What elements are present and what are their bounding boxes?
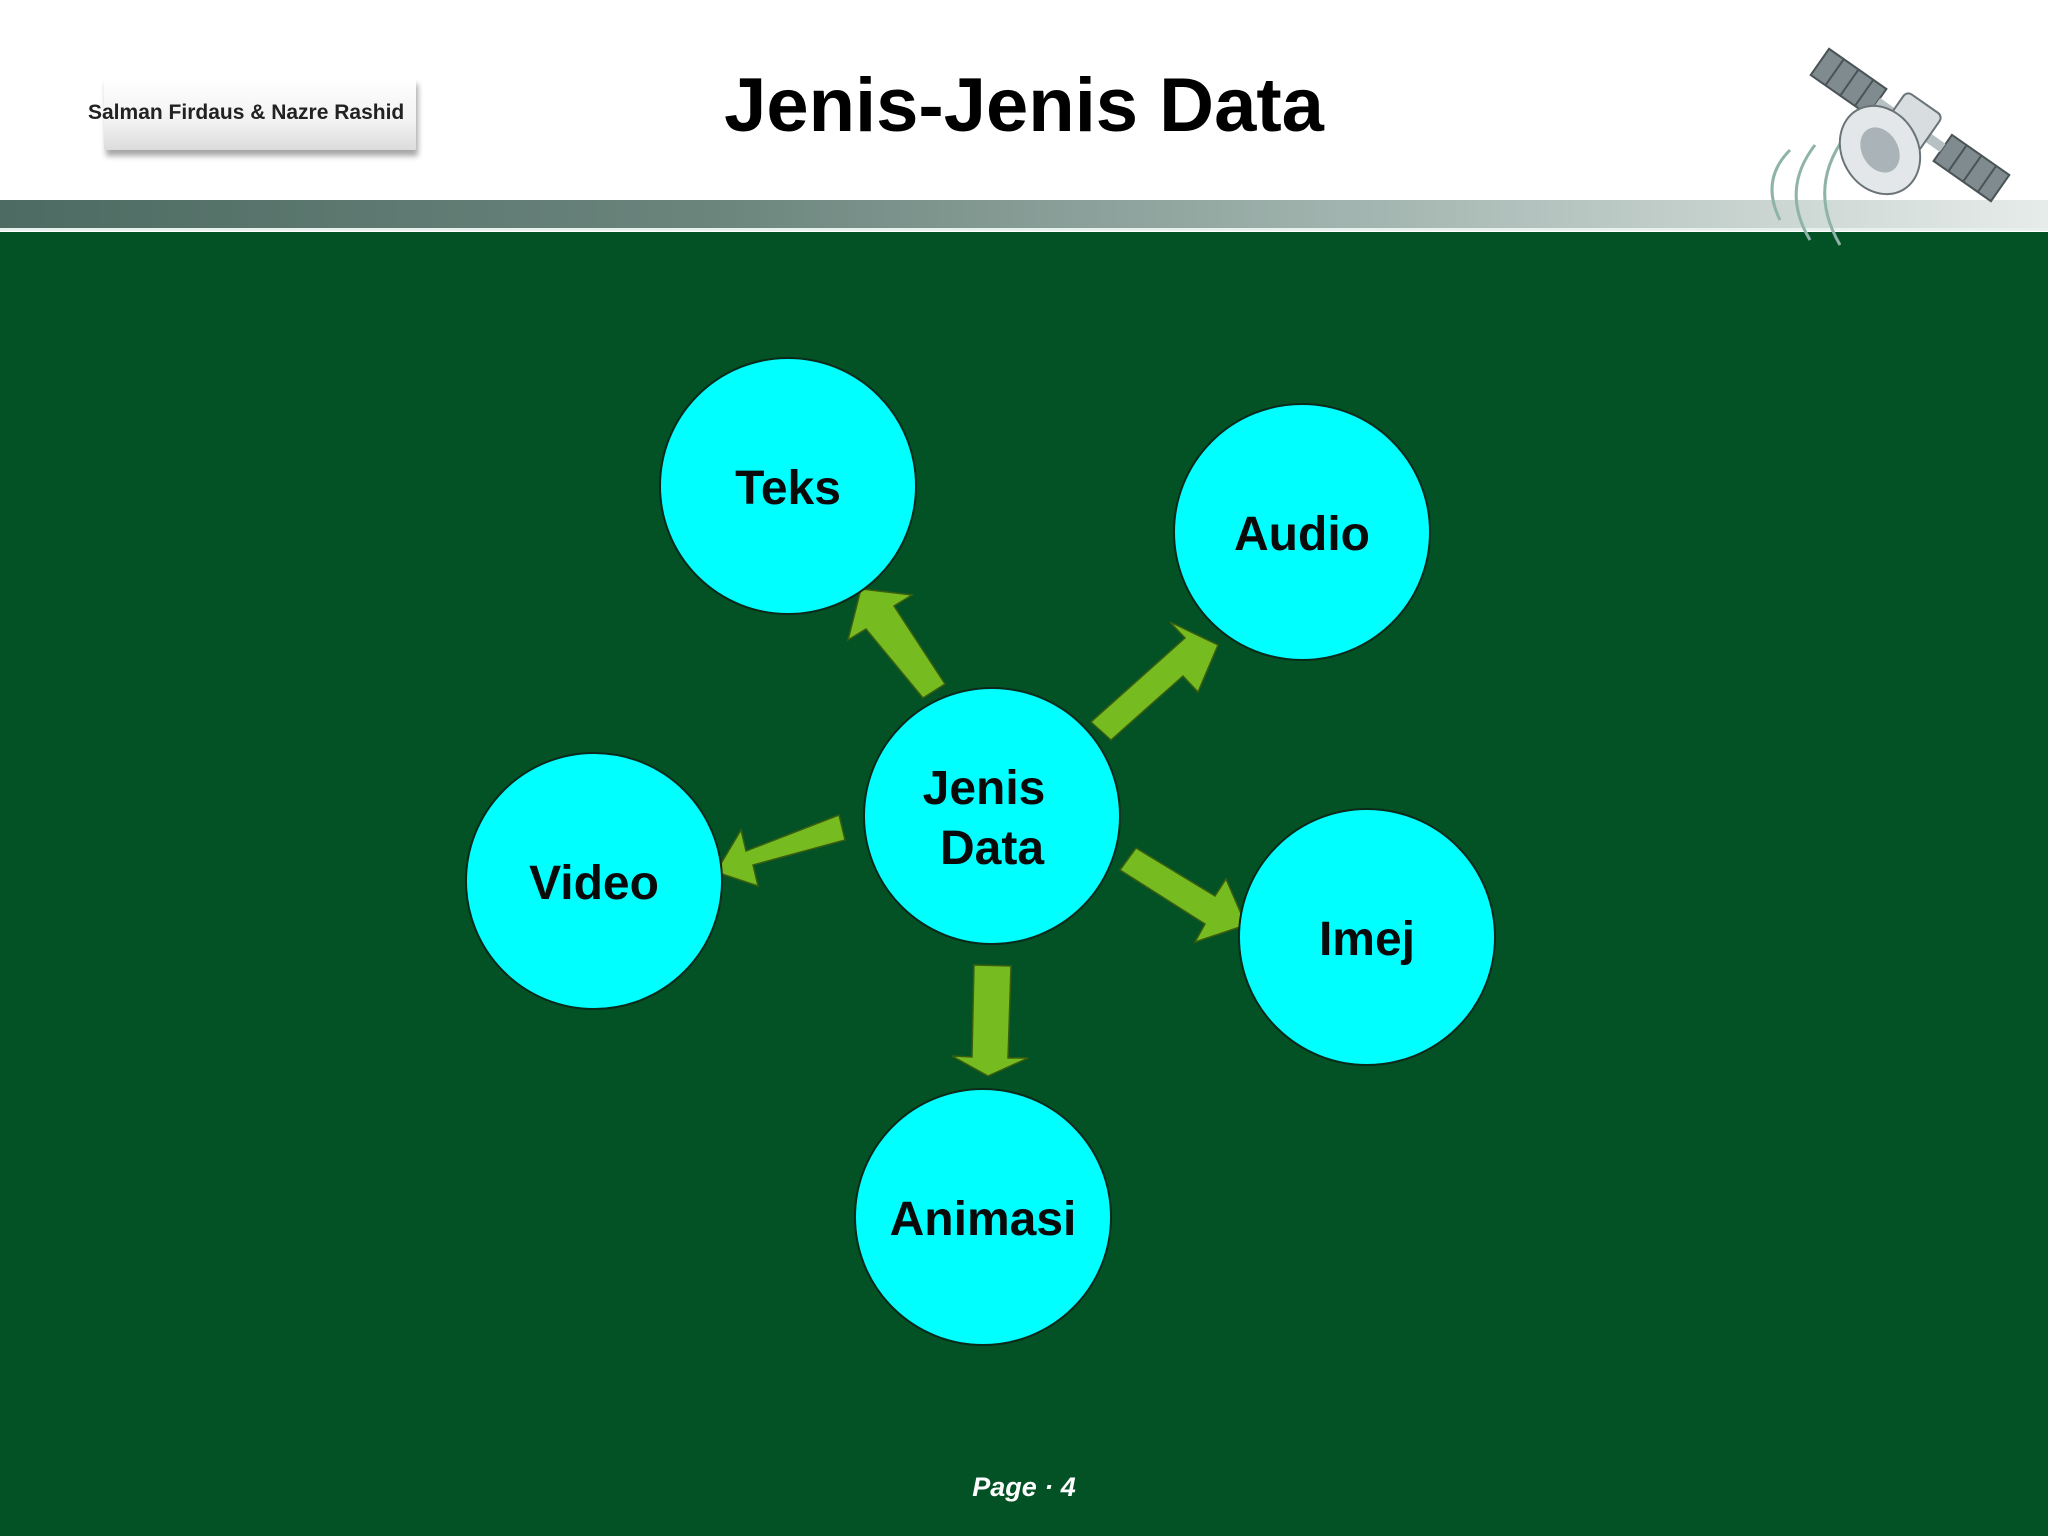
author-name: Salman Firdaus & Nazre Rashid (88, 101, 405, 124)
node-label-video: Video (529, 857, 659, 910)
arrow-to-audio (1089, 621, 1219, 742)
page-label: Page (972, 1472, 1037, 1502)
node-label-animasi: Animasi (890, 1193, 1077, 1246)
arrow-to-animasi (951, 964, 1029, 1077)
node-video (465, 752, 723, 1010)
arrow-to-teks (846, 588, 947, 699)
node-teks (659, 357, 917, 615)
page-separator: · (1044, 1472, 1054, 1502)
header-band (0, 200, 2048, 230)
node-label-imej: Imej (1319, 913, 1415, 966)
node-animasi (854, 1088, 1112, 1346)
arrow-to-imej (1118, 847, 1248, 944)
center-label-line2: Data (940, 822, 1044, 875)
page-number: 4 (1060, 1472, 1076, 1502)
slide-title: Jenis-Jenis Data (724, 63, 1324, 148)
arrow-to-video (714, 813, 846, 888)
satellite-icon (1770, 47, 2011, 246)
node-audio (1173, 403, 1431, 661)
node-jenis-data (863, 687, 1121, 945)
page-footer: Page · 4 (0, 1472, 2048, 1503)
node-label-teks: Teks (735, 462, 841, 515)
node-imej (1238, 808, 1496, 1066)
node-label-audio: Audio (1234, 508, 1370, 561)
center-label-line1: Jenis (923, 762, 1046, 815)
header-divider (0, 228, 2048, 231)
author-box (104, 78, 416, 150)
